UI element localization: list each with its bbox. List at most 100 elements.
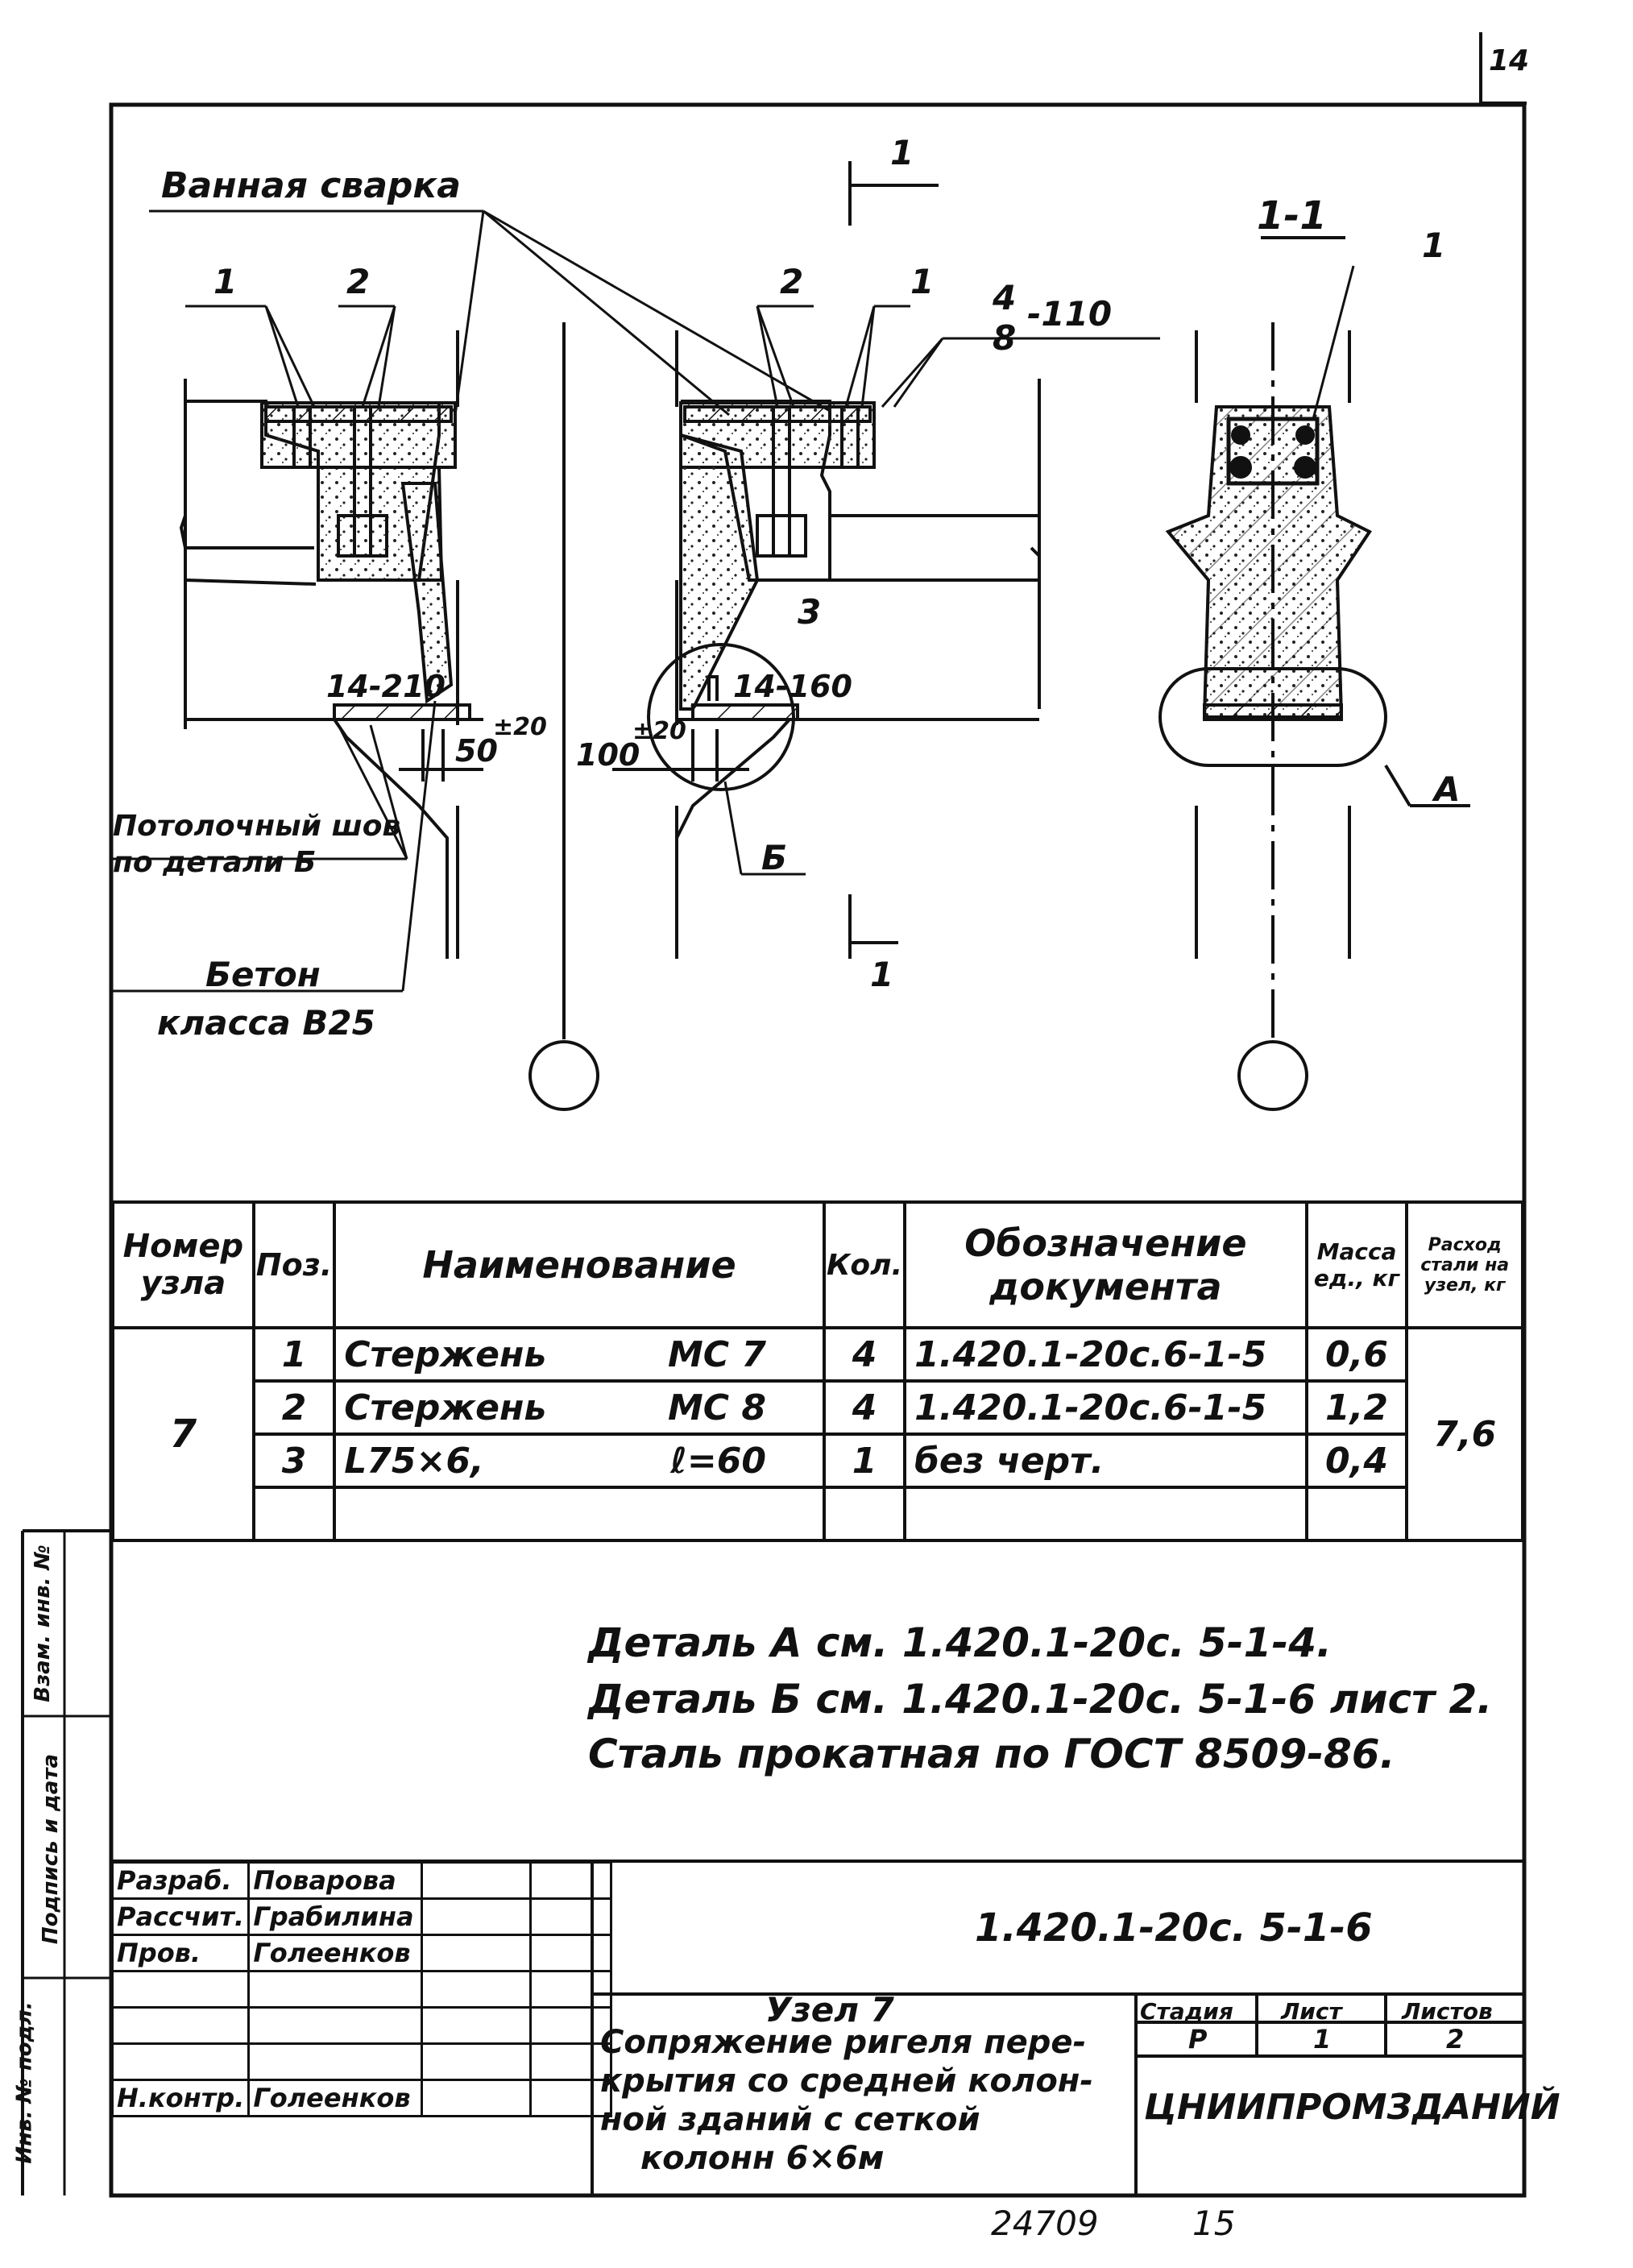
row-mark: МС 8 [667,1387,766,1428]
stage-label: Стадия [1140,1998,1233,2025]
title-line-3: крытия со средней колон- [600,2063,1094,2100]
left-pos2-label: 2 [346,262,371,301]
role-cell [110,2042,251,2081]
name-cell: Голеенков [247,2079,424,2117]
dim-50: 50 [455,733,498,769]
document-code: 1.420.1-20с. 5-1-6 [975,1905,1373,1951]
left-pos1-label: 1 [213,262,238,301]
row-doc: без черт. [903,1433,1308,1489]
header-name: Наименование [333,1200,826,1329]
leader-lines [113,209,1355,993]
signature-cell [421,2042,533,2081]
side-replace-inv: Взам. инв. № [30,1544,55,1702]
name-cell [247,2006,424,2045]
table-row: 3 L75×6, ℓ=60 1 без черт. 0,4 [113,1433,1523,1489]
row-pos: 3 [251,1433,337,1489]
row-name-text: Стержень [344,1333,547,1375]
note-1: Деталь А см. 1.420.1-20с. 5-1-4. [588,1619,1332,1666]
row-mark: МС 7 [667,1333,766,1375]
role-cell [110,1970,251,2009]
sheet-corner-number: 14 [1489,44,1530,77]
row-qty: 1 [822,1433,907,1489]
organization-name: ЦНИИПРОМЗДАНИЙ [1144,2087,1560,2128]
ceiling-seam-label-2: по детали Б [113,846,317,879]
date-cell [529,2006,613,2045]
row-doc: 1.420.1-20с.6-1-5 [903,1326,1308,1383]
archive-number: 24709 [991,2204,1099,2243]
side-inv-original: Инв. № подл. [12,2001,37,2164]
row-mass: 0,6 [1304,1326,1409,1383]
note-3: Сталь прокатная по ГОСТ 8509-86. [588,1731,1395,1777]
title-line-4: ной зданий с сеткой [600,2101,980,2138]
concrete-label-1: Бетон [205,955,321,994]
row-mark: ℓ=60 [670,1440,766,1482]
header-pos: Поз. [251,1200,337,1329]
row-mass: 1,2 [1304,1379,1409,1436]
signature-cell [421,1934,533,1972]
date-cell [529,2079,613,2117]
signature-cell [421,1970,533,2009]
right-node-view [612,161,1041,959]
signature-table: Разраб.Поварова Рассчит.Грабилина Пров.Г… [110,1861,613,2117]
dim-50-tolerance: ±20 [493,713,547,741]
concrete-label-2: класса В25 [157,1003,375,1043]
spec-header-row: Номер узла Поз. Наименование Кол. Обозна… [111,1200,1524,1329]
header-mass: Масса ед., кг [1304,1200,1409,1329]
dim-100-tolerance: ±20 [632,717,686,745]
signature-row [110,2006,613,2045]
bath-weld-label: Ванная сварка [161,165,461,206]
right-pos2-label: 2 [780,262,804,301]
date-cell [529,1861,613,1900]
header-node: Номер узла [111,1200,255,1329]
dim-100: 100 [576,737,640,773]
row-name-text: L75×6, [344,1440,484,1482]
name-cell: Поварова [247,1861,424,1900]
node-number: 7 [111,1326,255,1542]
side-sign-date: Подпись и дата [39,1753,64,1945]
row-name-text: Стержень [344,1387,547,1428]
role-cell: Разраб. [110,1861,251,1900]
signature-cell [421,1861,533,1900]
date-cell [529,1970,613,2009]
detail-b-label: Б [761,838,788,877]
name-cell [247,2042,424,2081]
signature-row: Н.контр.Голеенков [110,2079,613,2117]
ceiling-seam-label-1: Потолочный шов [113,810,401,843]
sheets-label: Листов [1402,1998,1493,2025]
page-number: 15 [1192,2204,1236,2243]
role-cell [110,2006,251,2045]
signature-row: Разраб.Поварова [110,1861,613,1900]
signature-row [110,2042,613,2081]
row-name: Стержень МС 7 [333,1326,826,1383]
name-cell: Грабилина [247,1897,424,1936]
signature-row: Пров.Голеенков [110,1934,613,1972]
role-cell: Н.контр. [110,2079,251,2117]
fraction-bottom: 8 [993,318,1017,358]
sheet-value: 1 [1313,2024,1332,2054]
section-1-1-view [1158,236,1470,1111]
row-name: L75×6, ℓ=60 [333,1433,826,1489]
note-2: Деталь Б см. 1.420.1-20с. 5-1-6 лист 2. [588,1676,1493,1723]
total-steel: 7,6 [1405,1326,1524,1542]
title-line-5: колонн 6×6м [640,2140,885,2177]
row-name: Стержень МС 8 [333,1379,826,1436]
signature-cell [421,1897,533,1936]
left-weld-dimension: 14-210 [326,669,446,704]
title-line-1: Узел 7 [765,1990,894,2030]
row-pos: 2 [251,1379,337,1436]
row-qty: 4 [822,1326,907,1383]
detail-a-label: А [1434,769,1461,809]
name-cell: Голеенков [247,1934,424,1972]
fraction-top: 4 [993,278,1017,317]
section-pos1-label: 1 [1422,226,1446,265]
row-qty: 4 [822,1379,907,1436]
row-pos: 1 [251,1326,337,1383]
sheets-value: 2 [1446,2024,1465,2054]
row-mass: 0,4 [1304,1433,1409,1489]
name-cell [247,1970,424,2009]
date-cell [529,2042,613,2081]
section-mark-top: 1 [890,133,914,172]
role-cell: Рассчит. [110,1897,251,1936]
